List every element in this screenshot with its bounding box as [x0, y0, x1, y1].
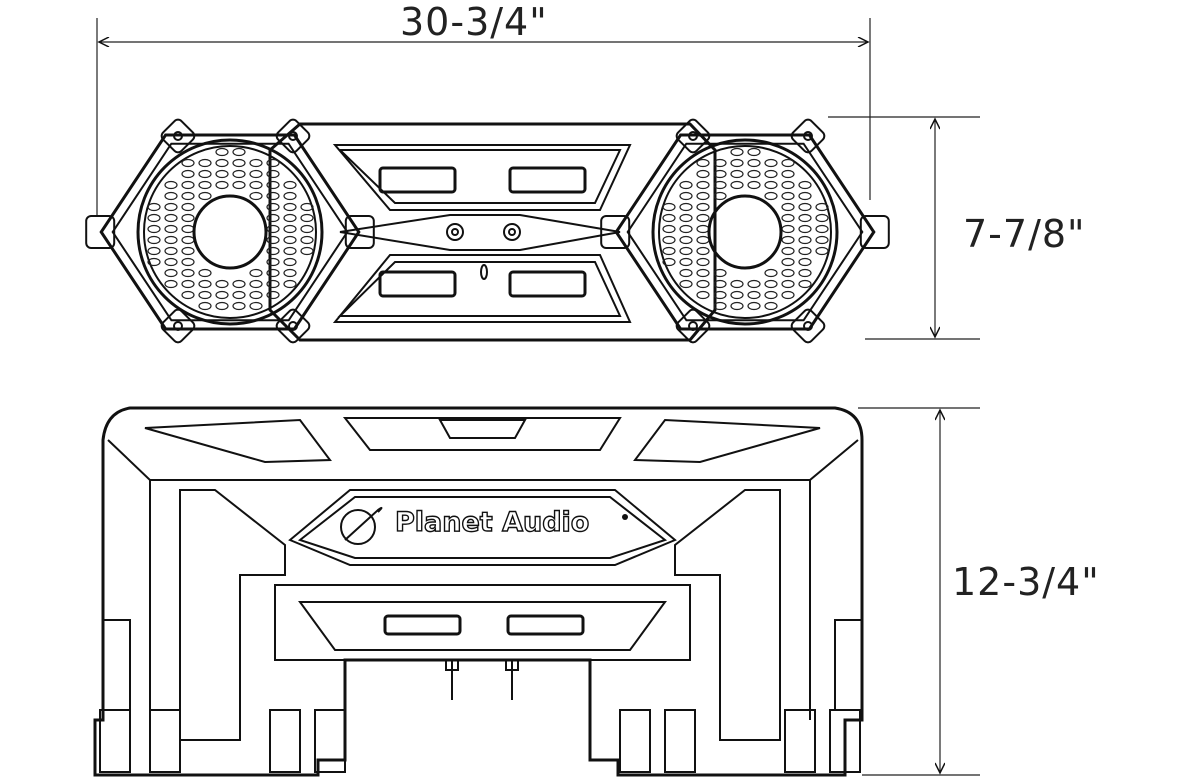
- brand-logo-text: Planet Audio: [394, 506, 590, 538]
- speaker-grille: [662, 147, 829, 311]
- top-view: [268, 122, 717, 342]
- speaker-pod-left: [85, 118, 375, 344]
- speaker-pod-right: [600, 118, 890, 344]
- speaker-grille: [147, 147, 314, 311]
- height-label: 7-7/8": [963, 212, 1086, 256]
- planet-audio-logo-icon: [340, 506, 628, 545]
- front-view: [93, 406, 864, 777]
- depth-dimension-line: [858, 407, 980, 776]
- width-label: 30-3/4": [400, 0, 548, 44]
- width-dimension-line: [96, 18, 871, 215]
- depth-label: 12-3/4": [952, 560, 1100, 604]
- height-dimension-line: [828, 116, 980, 340]
